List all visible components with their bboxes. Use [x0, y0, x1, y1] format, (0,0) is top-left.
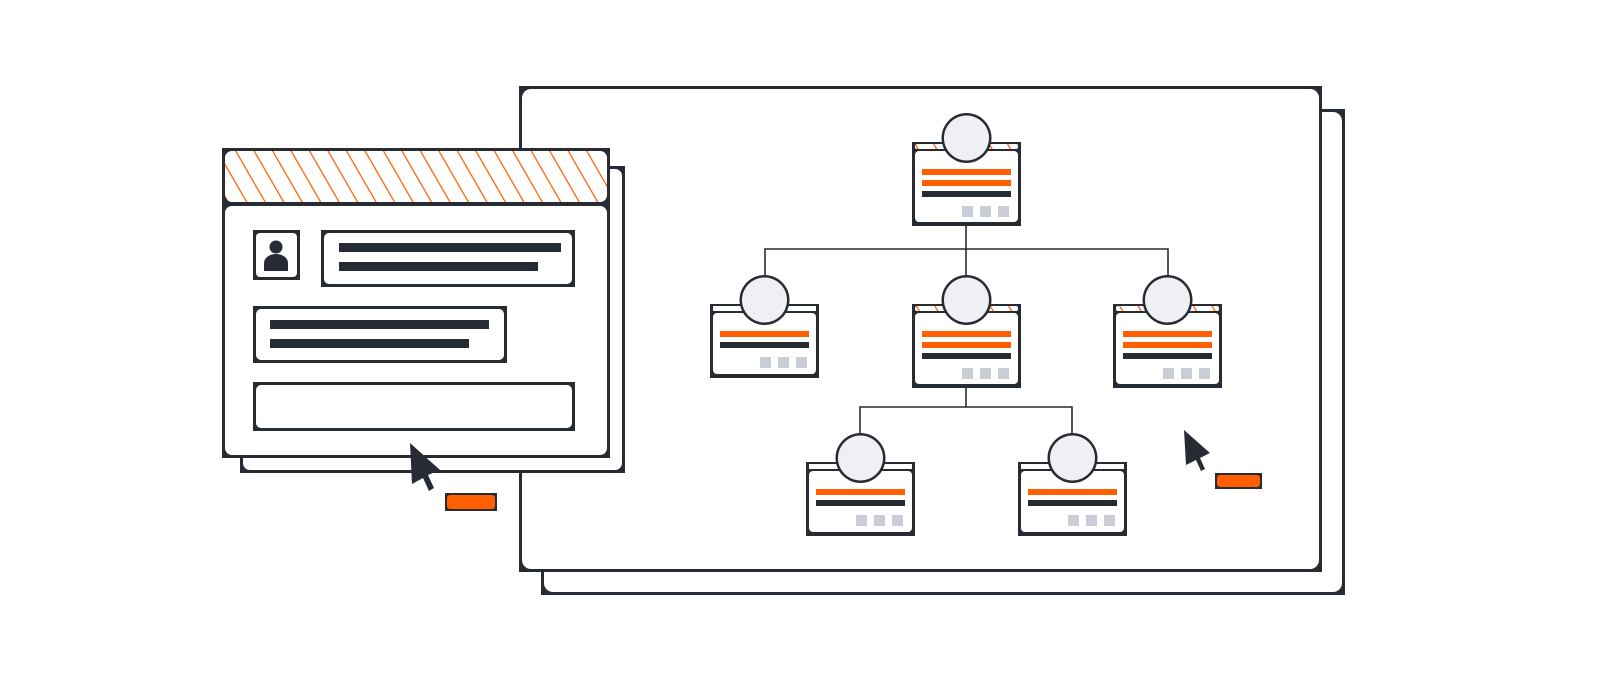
text-card: [253, 306, 507, 363]
cursor-icon: [410, 443, 440, 491]
window-header-hatched: [225, 151, 607, 202]
placeholder-square: [892, 515, 903, 526]
node-title-line: [922, 331, 1011, 337]
org-node-card[interactable]: [1018, 433, 1127, 536]
org-node-card[interactable]: [710, 275, 819, 378]
org-node-card[interactable]: [1113, 275, 1222, 388]
node-title-line: [922, 342, 1011, 348]
placeholder-square: [998, 368, 1009, 379]
node-title-line: [1028, 489, 1117, 495]
node-avatar-icon: [944, 277, 989, 323]
org-node-card[interactable]: [806, 433, 915, 536]
placeholder-square: [980, 206, 991, 217]
node-title-line: [816, 489, 905, 495]
node-avatar-icon: [944, 115, 989, 161]
node-avatar-icon: [742, 277, 787, 323]
placeholder-square: [856, 515, 867, 526]
placeholder-square: [1086, 515, 1097, 526]
node-subtitle-line: [1028, 500, 1117, 506]
placeholder-square: [760, 357, 771, 368]
node-avatar-icon: [1145, 277, 1190, 323]
action-button[interactable]: [445, 493, 497, 511]
placeholder-square: [1104, 515, 1115, 526]
placeholder-square: [874, 515, 885, 526]
placeholder-square: [980, 368, 991, 379]
placeholder-square: [778, 357, 789, 368]
tree-connectors: [764, 226, 1169, 435]
org-node-card[interactable]: [912, 113, 1021, 226]
avatar: [253, 230, 300, 280]
node-subtitle-line: [816, 500, 905, 506]
placeholder-square: [962, 206, 973, 217]
node-subtitle-line: [922, 353, 1011, 359]
node-title-line: [1123, 342, 1212, 348]
org-node-card[interactable]: [912, 275, 1021, 388]
input-field[interactable]: [253, 382, 575, 431]
node-title-line: [720, 331, 809, 337]
placeholder-square: [1068, 515, 1079, 526]
node-subtitle-line: [720, 342, 809, 348]
node-title-line: [1123, 331, 1212, 337]
node-subtitle-line: [1123, 353, 1212, 359]
text-card: [321, 230, 575, 287]
placeholder-square: [962, 368, 973, 379]
node-subtitle-line: [922, 191, 1011, 197]
placeholder-square: [796, 357, 807, 368]
placeholder-square: [1181, 368, 1192, 379]
node-title-line: [922, 180, 1011, 186]
placeholder-square: [998, 206, 1009, 217]
placeholder-square: [1163, 368, 1174, 379]
user-icon: [269, 240, 283, 254]
profile-form-window: [222, 148, 625, 473]
node-avatar-icon: [838, 435, 883, 481]
placeholder-square: [1199, 368, 1210, 379]
cursor-icon: [1184, 430, 1210, 471]
node-title-line: [922, 169, 1011, 175]
action-button[interactable]: [1215, 473, 1262, 489]
node-avatar-icon: [1050, 435, 1095, 481]
